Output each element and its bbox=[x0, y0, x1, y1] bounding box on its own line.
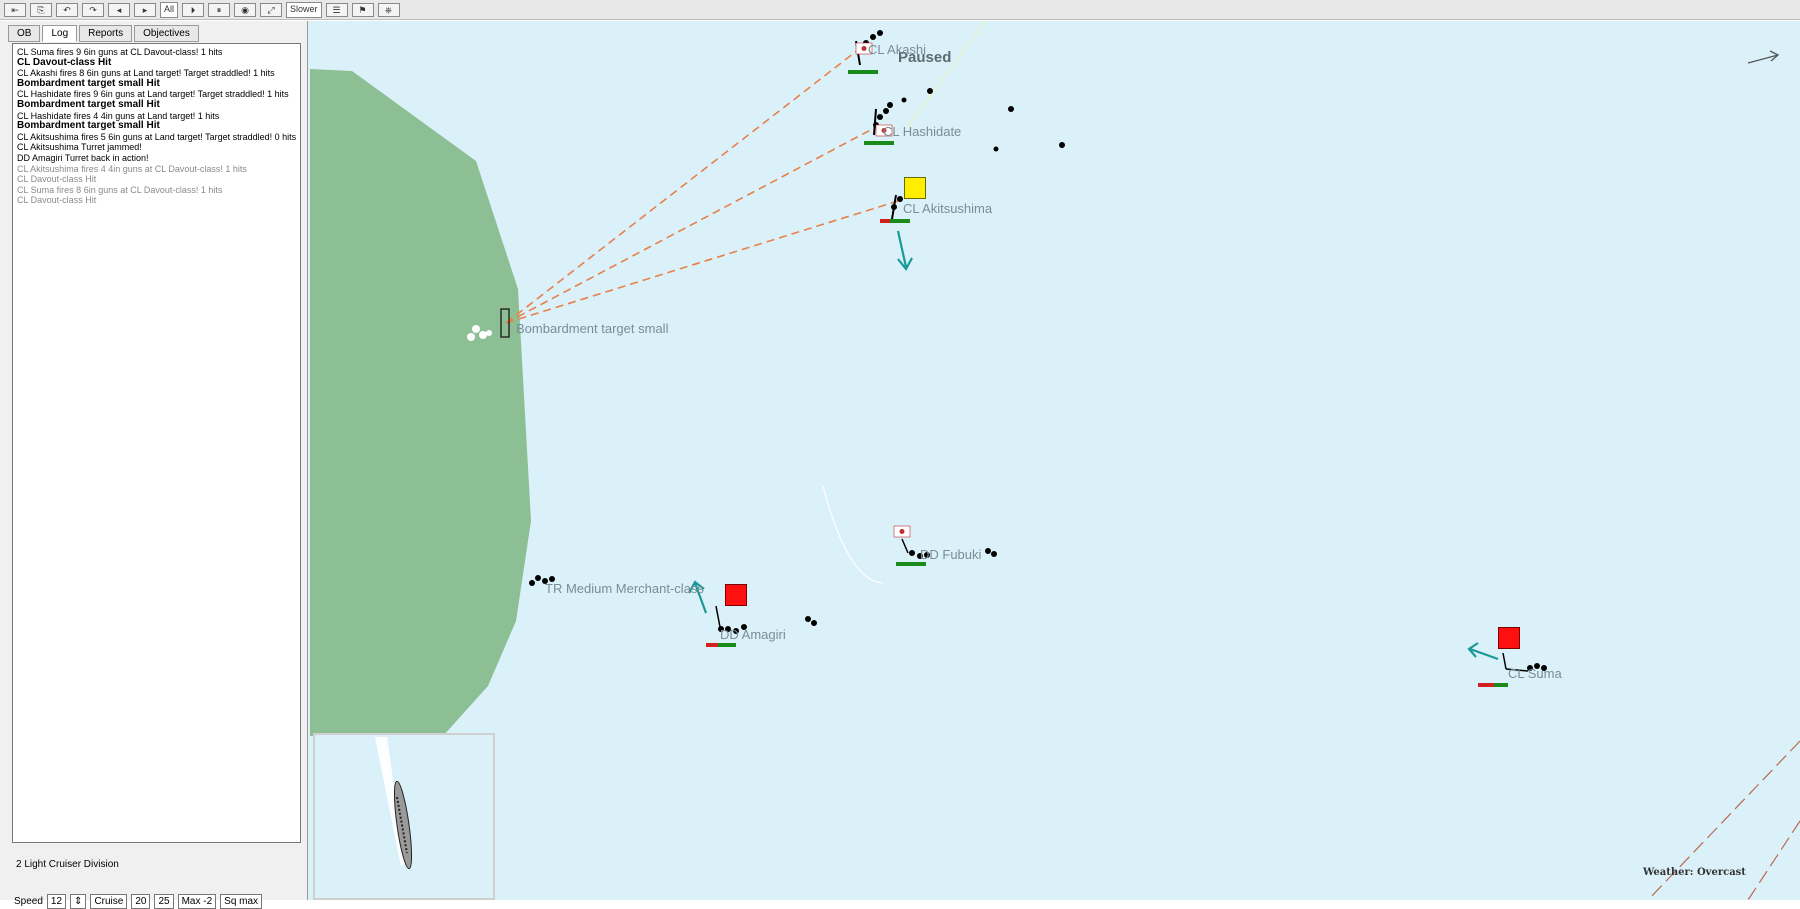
toolbar-copy-button[interactable]: ⎘ bbox=[30, 2, 52, 17]
speed-max2-button[interactable]: Max -2 bbox=[177, 894, 217, 909]
tab-log[interactable]: Log bbox=[42, 25, 78, 42]
toolbar-zoom-button[interactable]: ⤢ bbox=[260, 2, 283, 17]
health-bar bbox=[706, 643, 736, 647]
log-entry: Bombardment target small Hit bbox=[17, 77, 160, 89]
heading-arrow-icon bbox=[688, 580, 708, 614]
speed-sqmax-button[interactable]: Sq max bbox=[220, 894, 263, 909]
health-bar bbox=[864, 141, 894, 145]
speed-input[interactable]: 12 bbox=[46, 894, 67, 909]
heading-arrow-icon bbox=[1467, 642, 1499, 661]
log-entry: CL Akashi fires 8 6in guns at Land targe… bbox=[17, 68, 275, 79]
ship-akitsushima-icon[interactable] bbox=[891, 194, 903, 220]
fire-line-akitsushima bbox=[505, 200, 899, 324]
shell-splash-icon bbox=[467, 333, 475, 341]
speed-20-button[interactable]: 20 bbox=[131, 894, 151, 909]
map-canvas bbox=[310, 21, 1800, 900]
log-entry: CL Davout-class Hit bbox=[17, 174, 97, 185]
japanese-ensign-icon bbox=[893, 525, 911, 538]
toolbar-next-button[interactable]: ▸ bbox=[134, 2, 156, 17]
distant-contact-icon bbox=[901, 88, 1065, 152]
log-entry: CL Akitsushima fires 4 4in guns at CL Da… bbox=[17, 163, 247, 174]
speed-25-button[interactable]: 25 bbox=[154, 894, 174, 909]
log-entry: CL Davout-class Hit bbox=[17, 195, 97, 206]
fire-line-hashidate bbox=[505, 125, 879, 324]
label-fubuki: DD Fubuki bbox=[920, 547, 982, 562]
speed-cruise-button[interactable]: Cruise bbox=[90, 894, 128, 909]
top-toolbar: ⇤ ⎘ ↶ ↷ ◂ ▸ All⏵⏸◉⤢Slower☰⚑⎈ bbox=[0, 0, 1800, 20]
label-akashi: CL Akashi bbox=[868, 42, 927, 57]
land-mass bbox=[310, 69, 531, 736]
label-suma: CL Suma bbox=[1508, 666, 1562, 681]
panel-tabs: OB Log Reports Objectives bbox=[8, 25, 199, 42]
range-line-1 bbox=[1647, 740, 1800, 900]
shell-splash-icon bbox=[472, 325, 480, 333]
selected-unit-flag[interactable] bbox=[904, 177, 926, 199]
shell-splash-icon bbox=[479, 331, 487, 339]
tab-reports[interactable]: Reports bbox=[79, 25, 133, 42]
ship-fubuki-icon[interactable] bbox=[901, 538, 997, 559]
tab-ob[interactable]: OB bbox=[8, 25, 41, 42]
log-entry: CL Suma fires 9 6in guns at CL Davout-cl… bbox=[17, 47, 223, 57]
shell-splash-icon bbox=[486, 330, 492, 336]
health-bar bbox=[896, 562, 926, 566]
left-panel: OB Log Reports Objectives CL Suma fires … bbox=[0, 21, 308, 909]
label-amagiri: DD Amagiri bbox=[720, 627, 786, 642]
toolbar-helm-button[interactable]: ⎈ bbox=[377, 2, 400, 17]
label-akitsushima: CL Akitsushima bbox=[903, 201, 993, 216]
course-line bbox=[905, 21, 987, 130]
ship-suma-icon[interactable] bbox=[1502, 652, 1547, 672]
log-entry: CL Hashidate fires 9 6in guns at Land ta… bbox=[17, 89, 289, 100]
minimap[interactable] bbox=[313, 733, 495, 900]
bombardment-target-icon[interactable] bbox=[500, 308, 510, 338]
speed-label: Speed bbox=[14, 896, 43, 907]
log-entry: Bombardment target small Hit bbox=[17, 120, 160, 132]
wind-arrow-icon bbox=[1747, 50, 1780, 64]
japanese-ensign-icon bbox=[855, 42, 873, 55]
health-bar bbox=[1478, 683, 1508, 687]
health-bar bbox=[848, 70, 878, 74]
minimap-ship-deck bbox=[396, 796, 408, 854]
time-speed-select[interactable]: Slower bbox=[286, 1, 322, 18]
heading-arrow-icon bbox=[896, 230, 913, 271]
enemy-contact-flag[interactable] bbox=[1498, 627, 1520, 649]
weather-readout: Weather: Overcast bbox=[1643, 867, 1746, 878]
minimap-view-cone bbox=[375, 737, 405, 867]
paused-indicator: Paused bbox=[898, 49, 952, 66]
ship-merchant-icon[interactable] bbox=[529, 575, 555, 586]
log-entry: CL Davout-class Hit bbox=[17, 56, 112, 68]
label-bombardment-target: Bombardment target small bbox=[516, 321, 669, 336]
speed-stepper-icon[interactable]: ⇕ bbox=[70, 894, 87, 909]
toolbar-menu-button[interactable]: ☰ bbox=[325, 2, 348, 17]
log-entry: CL Hashidate fires 4 4in guns at Land ta… bbox=[17, 110, 220, 121]
toolbar-play-button[interactable]: ⏵ bbox=[182, 2, 205, 17]
health-bar bbox=[880, 219, 910, 223]
tab-objectives[interactable]: Objectives bbox=[134, 25, 199, 42]
log-entry: CL Suma fires 8 6in guns at CL Davout-cl… bbox=[17, 184, 223, 195]
battle-map[interactable]: Paused CL Akashi CL Hashidate CL Akitsus… bbox=[308, 21, 1800, 900]
toolbar-flag-button[interactable]: ⚑ bbox=[351, 2, 374, 17]
filter-select[interactable]: All bbox=[160, 1, 179, 18]
toolbar-target-button[interactable]: ◉ bbox=[234, 2, 257, 17]
fire-line-akashi bbox=[505, 45, 864, 324]
wake-track bbox=[822, 485, 884, 584]
toolbar-undo-button[interactable]: ↶ bbox=[56, 2, 78, 17]
log-entry: CL Akitsushima fires 5 6in guns at Land … bbox=[17, 131, 297, 142]
combat-log[interactable]: CL Suma fires 9 6in guns at CL Davout-cl… bbox=[12, 43, 301, 843]
label-hashidate: CL Hashidate bbox=[883, 124, 962, 139]
toolbar-pause-button[interactable]: ⏸ bbox=[208, 2, 231, 17]
division-name: 2 Light Cruiser Division bbox=[16, 859, 119, 870]
toolbar-first-button[interactable]: ⇤ bbox=[4, 2, 26, 17]
log-entry: DD Amagiri Turret back in action! bbox=[17, 152, 149, 163]
log-entry: Bombardment target small Hit bbox=[17, 98, 160, 110]
japanese-ensign-icon bbox=[875, 124, 893, 137]
speed-controls: Speed 12 ⇕ Cruise 20 25 Max -2 Sq max bbox=[14, 894, 263, 909]
toolbar-redo-button[interactable]: ↷ bbox=[82, 2, 104, 17]
ship-amagiri-icon[interactable] bbox=[715, 605, 817, 634]
enemy-contact-flag[interactable] bbox=[725, 584, 747, 606]
toolbar-prev-button[interactable]: ◂ bbox=[108, 2, 130, 17]
label-merchant: TR Medium Merchant-class bbox=[545, 581, 704, 596]
log-entry: CL Akitsushima Turret jammed! bbox=[17, 142, 142, 153]
range-line-2 bbox=[1747, 820, 1800, 900]
